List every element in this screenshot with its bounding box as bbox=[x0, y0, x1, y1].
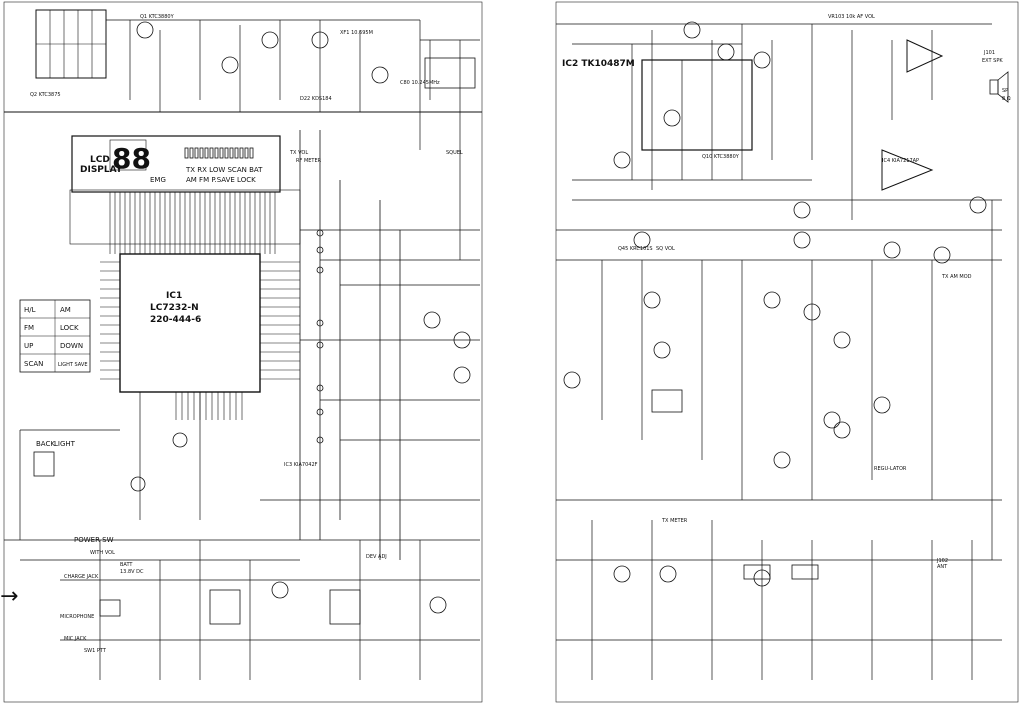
label-tx-vol: TX VOL bbox=[289, 150, 308, 156]
lcd-title-line1: LCD bbox=[90, 155, 110, 165]
label-c80: C80 10.245MHz bbox=[400, 80, 440, 86]
key-light: LIGHT bbox=[54, 440, 76, 448]
left-schematic-canvas: LCD DISPLAY 88 EMG TX RX LOW SCAN BAT AM… bbox=[3, 1, 483, 703]
label-d22: D22 KDS184 bbox=[300, 96, 332, 102]
label-power-sw: POWER SW bbox=[74, 536, 114, 544]
vr-label: VR103 10k AF VOL bbox=[828, 14, 875, 20]
label-with-vol: WITH VOL bbox=[90, 550, 115, 556]
ic2-label: IC2 TK10487M bbox=[562, 59, 635, 69]
ic1-number: 220-444-6 bbox=[150, 315, 201, 325]
lcd-row2: AM FM P.SAVE LOCK bbox=[186, 176, 256, 184]
schematic-sheet-right: IC2 TK10487M IC4 KIA7217AP VR103 10k AF … bbox=[512, 0, 1024, 705]
lcd-digits: 88 bbox=[112, 142, 151, 175]
label-q2: Q2 KTC3875 bbox=[30, 92, 61, 98]
regulator-label: REGU-LATOR bbox=[874, 466, 907, 472]
q45-label: Q45 KRC101S bbox=[618, 246, 653, 252]
key-hl: H/L bbox=[24, 306, 36, 314]
sp-label: SP bbox=[1002, 88, 1008, 94]
label-rf-meter: RF METER bbox=[296, 158, 322, 164]
key-fm: FM bbox=[24, 324, 34, 332]
label-microphone: MICROPHONE bbox=[60, 614, 94, 620]
sq-vol-label: SQ VOL bbox=[656, 246, 675, 252]
key-light-save: LIGHT SAVE bbox=[58, 362, 88, 368]
label-dev-adj: DEV ADJ bbox=[366, 554, 387, 560]
q10-label: Q10 KTC3880Y bbox=[702, 154, 740, 160]
key-scan: SCAN bbox=[24, 360, 43, 368]
modulation-label: TX AM MOD bbox=[941, 274, 972, 280]
lcd-title-line2: DISPLAY bbox=[80, 165, 123, 175]
label-ic3: IC3 KIA7042F bbox=[284, 462, 318, 468]
key-back: BACK bbox=[36, 440, 55, 448]
ic1-part: LC7232-N bbox=[150, 303, 199, 313]
margin-arrow: → bbox=[0, 584, 19, 609]
key-am: AM bbox=[60, 306, 71, 314]
label-batt-v: 13.8V DC bbox=[120, 569, 144, 575]
label-squel: SQUEL bbox=[446, 150, 463, 156]
key-down: DOWN bbox=[60, 342, 83, 350]
tx-meter-label: TX METER bbox=[661, 518, 688, 524]
label-mic-jack: MIC JACK bbox=[64, 636, 87, 642]
j102-label: J102 bbox=[936, 558, 948, 564]
label-xf1: XF1 10.695M bbox=[340, 30, 373, 36]
ic4-label: IC4 KIA7217AP bbox=[882, 158, 919, 164]
j101-label: J101 bbox=[983, 50, 995, 56]
label-batt: BATT bbox=[120, 562, 133, 568]
key-up: UP bbox=[24, 342, 33, 350]
schematic-sheet-left: LCD DISPLAY 88 EMG TX RX LOW SCAN BAT AM… bbox=[3, 1, 483, 703]
lcd-emg: EMG bbox=[150, 176, 166, 184]
label-sw1-ptt: SW1 PTT bbox=[84, 648, 107, 654]
right-schematic-canvas: IC2 TK10487M IC4 KIA7217AP VR103 10k AF … bbox=[555, 1, 1019, 703]
key-lock: LOCK bbox=[60, 324, 79, 332]
ext-spk-label: EXT SPK bbox=[982, 58, 1003, 64]
label-charge-jack: CHARGE JACK bbox=[64, 574, 99, 580]
lcd-row1: TX RX LOW SCAN BAT bbox=[185, 166, 263, 174]
ohm-label: 8 Ω bbox=[1002, 96, 1011, 102]
ant-label: ANT bbox=[937, 564, 948, 570]
label-q1: Q1 KTC3880Y bbox=[140, 14, 175, 20]
ic1-designator: IC1 bbox=[166, 291, 182, 301]
